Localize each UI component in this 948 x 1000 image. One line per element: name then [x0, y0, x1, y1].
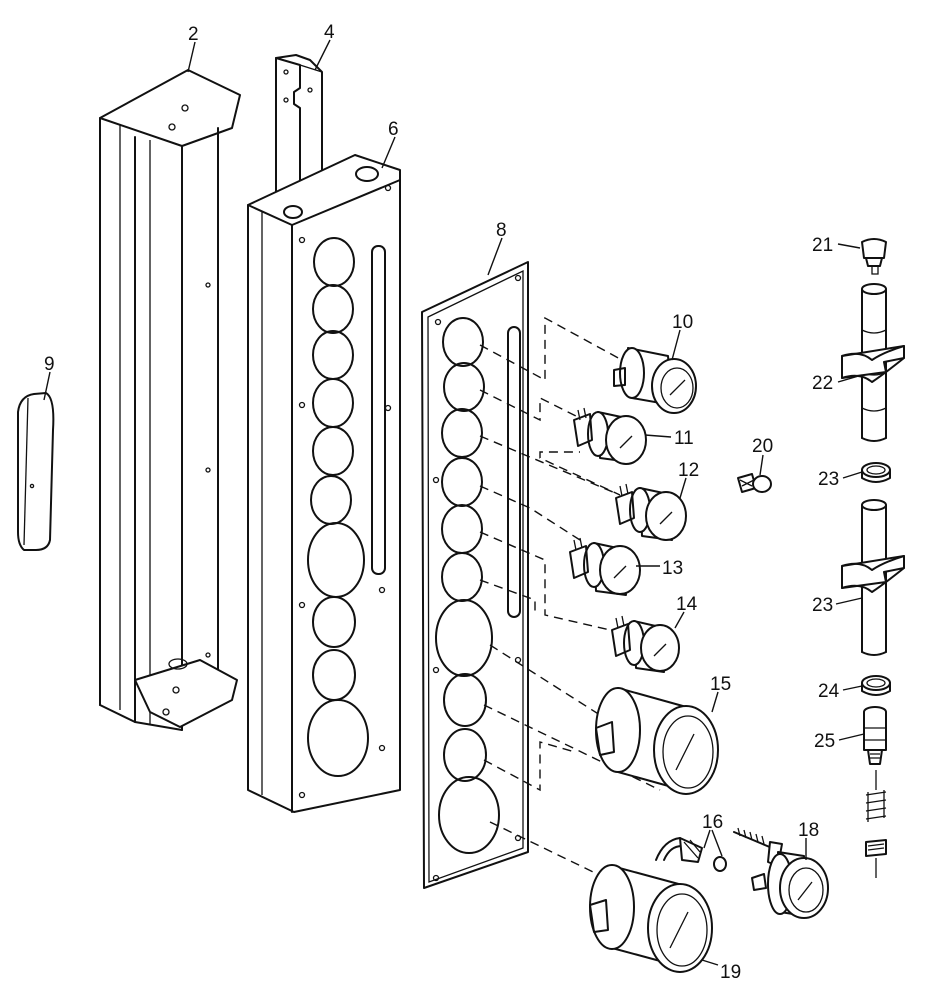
part-6-front-housing — [247, 154, 401, 813]
callout-8: 8 — [496, 220, 507, 241]
callout-15: 15 — [710, 674, 731, 695]
callout-4: 4 — [324, 22, 335, 43]
part-20-bulb — [737, 473, 772, 493]
callout-25: 25 — [814, 731, 835, 752]
gauge-19 — [589, 864, 713, 973]
callout-2: 2 — [188, 24, 199, 45]
callout-18: 18 — [798, 820, 819, 841]
callout-13: 13 — [662, 558, 683, 579]
part-24-tube — [841, 499, 905, 656]
part-8-panel — [421, 261, 529, 889]
callout-23-upper: 23 — [818, 469, 839, 490]
part-23-ring-upper — [861, 462, 891, 483]
callout-14: 14 — [676, 594, 698, 615]
callout-24: 23 — [812, 595, 833, 616]
gauge-12 — [615, 483, 687, 541]
callout-labels: 2 4 6 8 9 10 11 12 13 14 15 16 18 19 20 … — [44, 22, 840, 983]
callout-9: 9 — [44, 354, 55, 375]
callout-20: 20 — [752, 436, 773, 457]
callout-22: 22 — [812, 373, 833, 394]
leader-lines — [43, 39, 865, 966]
callout-12: 12 — [678, 460, 699, 481]
callout-21: 21 — [812, 235, 833, 256]
gauge-13 — [569, 537, 641, 596]
gauge-15 — [595, 687, 719, 795]
callout-6: 6 — [388, 119, 399, 140]
part-22-tube — [841, 283, 905, 442]
gauge-18 — [733, 827, 829, 919]
gauge-11 — [573, 407, 647, 465]
part-25-fitting — [863, 706, 887, 765]
part-23-ring-lower — [861, 675, 891, 696]
part-16-sender — [655, 837, 727, 872]
gauge-10 — [613, 347, 697, 414]
callout-10: 10 — [672, 312, 693, 333]
callout-23-lower: 24 — [818, 681, 840, 702]
part-9-handle — [17, 392, 55, 551]
callout-16: 16 — [702, 812, 723, 833]
part-21-cap — [861, 238, 887, 275]
gauge-14 — [611, 615, 680, 673]
callout-11: 11 — [674, 428, 694, 449]
part-4-bracket — [275, 54, 323, 213]
callout-19: 19 — [720, 962, 741, 983]
thread-detail — [865, 770, 887, 878]
part-2-back-housing — [99, 69, 241, 731]
